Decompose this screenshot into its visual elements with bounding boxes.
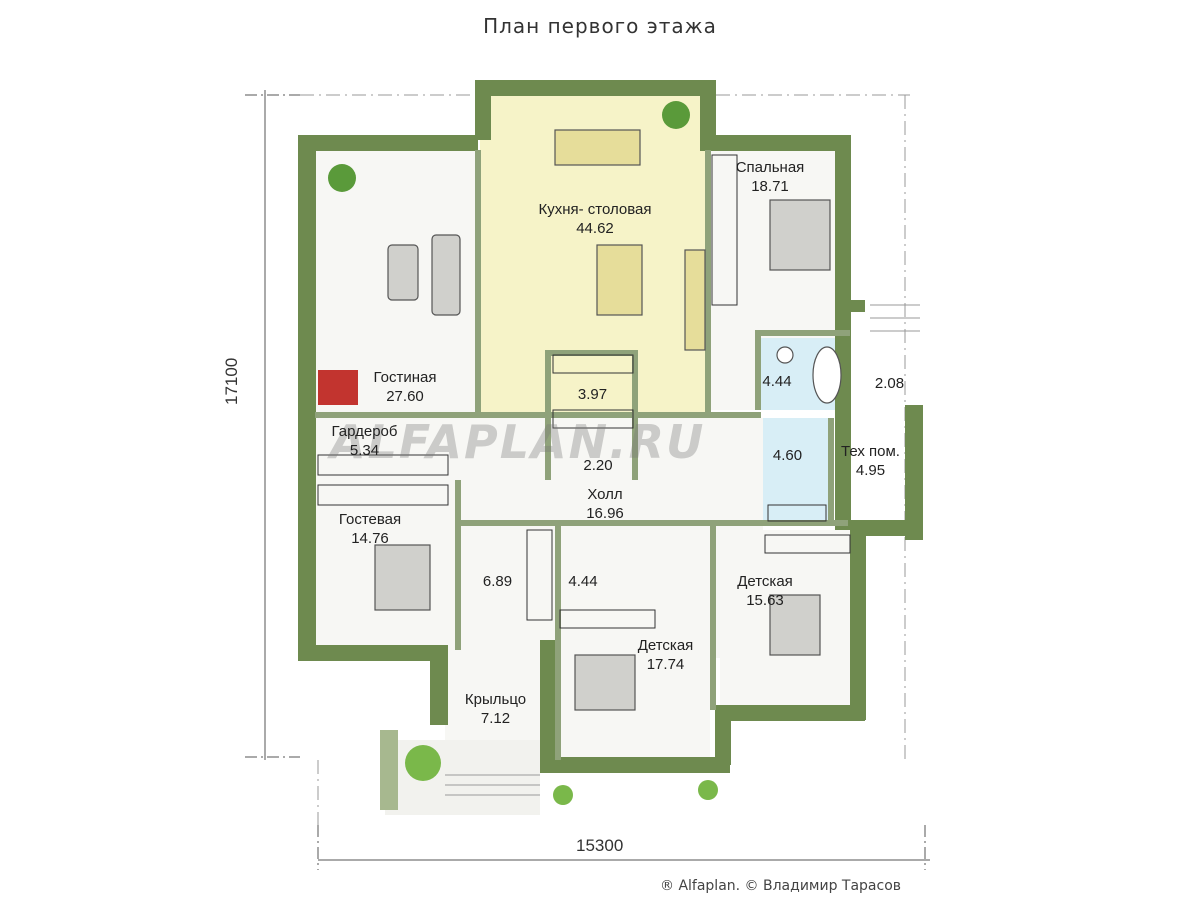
room-name: Гардероб [331, 423, 398, 440]
room-label-sauna: 4.60 [760, 446, 815, 465]
room-label-guest: Гостевая 14.76 [315, 510, 425, 548]
room-label-pantry: 3.97 [555, 385, 630, 404]
room-label-tech: Тех пом. 4.95 [833, 442, 908, 480]
room-name: Гостиная [373, 369, 437, 386]
room-label-kids2: Детская 17.74 [618, 636, 713, 674]
room-area: 44.62 [576, 220, 614, 237]
fireplace [318, 370, 358, 405]
room-area: 4.44 [568, 573, 598, 590]
room-name: Холл [587, 486, 623, 503]
room-area: 3.97 [577, 386, 608, 403]
walls [298, 80, 923, 810]
room-floors [315, 95, 850, 815]
plan-title: План первого этажа [483, 14, 717, 38]
room-area: 2.20 [583, 457, 613, 474]
room-area: 7.12 [480, 710, 511, 727]
furniture [374, 129, 842, 711]
room-name: Гостевая [338, 511, 402, 528]
room-label-closet: 2.20 [563, 456, 633, 475]
room-area: 5.34 [349, 442, 380, 459]
room-area: 4.44 [762, 373, 792, 390]
room-label-kitchen: Кухня- столовая 44.62 [495, 200, 695, 238]
plants [328, 101, 718, 805]
watermark: ALFAPLAN.RU [330, 415, 706, 469]
room-area: 4.60 [772, 447, 803, 464]
room-label-bath1: 4.44 [752, 372, 802, 391]
room-label-kids1: Детская 15.63 [720, 572, 810, 610]
room-name: Детская [637, 637, 694, 654]
room-area: 16.96 [586, 505, 624, 522]
room-label-vestibule: 6.89 [470, 572, 525, 591]
room-area: 4.95 [855, 462, 886, 479]
room-label-bath2: 4.44 [558, 572, 608, 591]
room-area: 2.08 [874, 375, 905, 392]
inner-walls [315, 150, 850, 760]
room-label-living: Гостиная 27.60 [330, 368, 480, 406]
room-label-porch2: 2.08 [862, 374, 917, 393]
room-name: Детская [737, 573, 793, 590]
credit-text: ® Alfaplan. © Владимир Тарасов [660, 878, 902, 894]
room-name: Спальная [735, 159, 805, 176]
room-area: 18.71 [751, 178, 789, 195]
room-area: 6.89 [482, 573, 513, 590]
room-area: 17.74 [646, 656, 685, 673]
room-area: 27.60 [386, 388, 424, 405]
room-name: Крыльцо [464, 691, 527, 708]
room-label-bedroom: Спальная 18.71 [730, 158, 810, 196]
entry-steps [445, 304, 920, 796]
room-area: 15.63 [746, 592, 784, 609]
room-label-hall: Холл 16.96 [555, 485, 655, 523]
height-dimension: 17100 [222, 357, 241, 405]
room-name: Кухня- столовая [538, 201, 652, 218]
width-dimension: 15300 [576, 836, 624, 855]
room-label-porch: Крыльцо 7.12 [448, 690, 543, 728]
room-area: 14.76 [351, 530, 389, 547]
room-label-wardrobe: Гардероб 5.34 [322, 422, 407, 460]
storage-shelving [317, 154, 851, 629]
room-name: Тех пом. [841, 443, 900, 460]
